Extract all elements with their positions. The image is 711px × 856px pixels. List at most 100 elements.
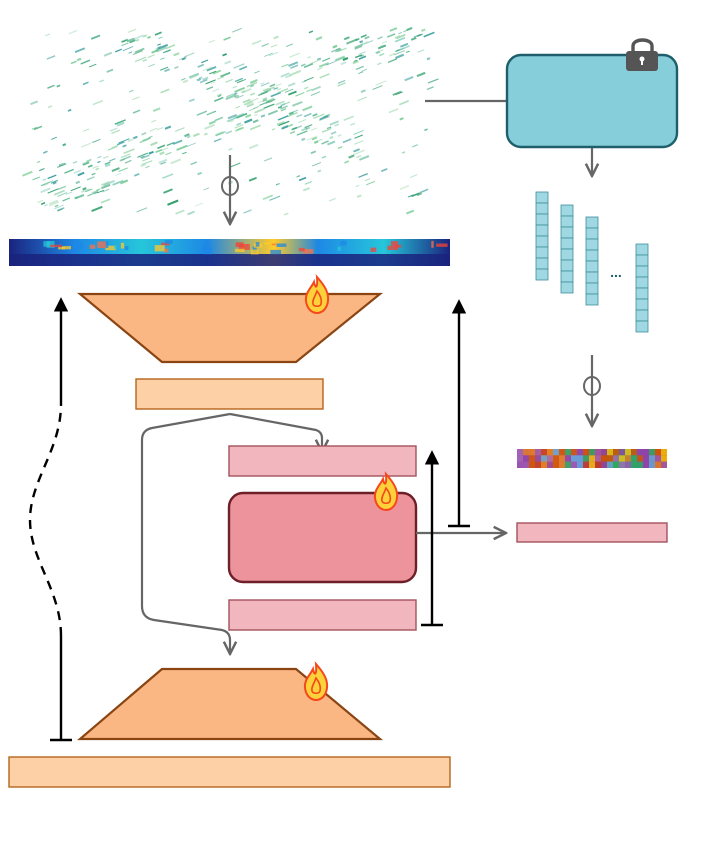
point-cloud-stroke: [142, 157, 151, 162]
point-cloud-stroke: [70, 186, 81, 192]
point-cloud-stroke: [251, 39, 262, 45]
point-cloud-stroke: [288, 61, 299, 67]
point-cloud-stroke: [203, 132, 208, 136]
point-cloud-stroke: [114, 48, 122, 53]
point-cloud-stroke: [47, 174, 57, 180]
point-cloud-stroke: [206, 66, 217, 72]
point-cloud-stroke: [159, 151, 165, 156]
range-image-spot: [49, 244, 62, 248]
point-cloud-stroke: [389, 52, 396, 57]
point-cloud-stroke: [287, 82, 296, 87]
point-cloud-stroke: [175, 209, 185, 215]
point-cloud-stroke: [416, 71, 426, 78]
point-cloud-stroke: [269, 83, 276, 88]
point-cloud-stroke: [77, 171, 85, 177]
point-cloud-stroke: [103, 51, 113, 57]
point-cloud-stroke: [280, 108, 287, 112]
point-cloud-stroke: [398, 100, 410, 106]
point-cloud-stroke: [104, 161, 111, 165]
point-cloud-stroke: [296, 113, 303, 118]
point-cloud-stroke: [354, 54, 363, 59]
point-cloud-stroke: [360, 89, 366, 94]
point-cloud-stroke: [148, 135, 153, 139]
point-cloud-stroke: [58, 185, 67, 190]
point-cloud-stroke: [257, 98, 267, 104]
latent-pixel: [607, 461, 613, 468]
range-image-spot: [337, 246, 341, 251]
token-cell: [635, 276, 649, 289]
point-cloud-stroke: [305, 126, 311, 131]
point-cloud-stroke: [358, 51, 366, 55]
range-image-spot: [97, 241, 106, 249]
point-cloud-stroke: [74, 47, 86, 53]
point-cloud-stroke: [360, 34, 367, 38]
point-cloud-stroke: [248, 176, 257, 182]
token-cell: [635, 265, 649, 278]
point-cloud-stroke: [99, 79, 104, 83]
point-cloud-stroke: [127, 138, 134, 143]
latent-pixel: [559, 449, 565, 456]
range-image-spot: [234, 248, 245, 253]
point-cloud-stroke: [142, 58, 148, 62]
point-cloud-stroke: [281, 124, 289, 129]
point-cloud-stroke: [358, 55, 367, 60]
point-cloud-stroke: [116, 141, 125, 146]
point-cloud-stroke: [260, 82, 265, 85]
point-cloud-stroke: [288, 111, 294, 116]
point-cloud-stroke: [277, 115, 289, 121]
point-cloud-stroke: [170, 158, 182, 165]
point-cloud-stroke: [202, 66, 213, 72]
point-cloud-stroke: [167, 199, 179, 206]
point-cloud-stroke: [57, 207, 65, 212]
point-cloud-stroke: [213, 96, 224, 102]
point-cloud-stroke: [162, 49, 171, 54]
point-cloud-stroke: [158, 158, 168, 164]
token-cell: [535, 257, 549, 270]
point-cloud-stroke: [180, 77, 186, 81]
point-cloud-stroke: [416, 33, 423, 37]
point-cloud-stroke: [254, 107, 265, 114]
token-cell: [560, 248, 574, 261]
adapter-flame-icon: [373, 471, 399, 512]
point-cloud-stroke: [155, 148, 163, 154]
point-cloud-stroke: [248, 107, 256, 112]
point-cloud-stroke: [296, 175, 301, 178]
point-cloud-stroke: [426, 86, 434, 91]
token-cell: [635, 320, 649, 333]
point-cloud-stroke: [303, 112, 312, 118]
point-cloud-stroke: [355, 184, 360, 188]
point-cloud-stroke: [175, 127, 185, 132]
point-cloud-stroke: [396, 52, 401, 55]
point-cloud-stroke: [400, 42, 409, 48]
point-cloud-stroke: [65, 191, 73, 195]
frozen-foundation-model: [505, 53, 679, 149]
latent-pixel: [661, 449, 667, 456]
point-cloud-stroke: [304, 180, 313, 185]
point-cloud-stroke: [277, 105, 283, 109]
point-cloud-stroke: [173, 52, 180, 57]
point-cloud-stroke: [62, 197, 71, 202]
point-cloud-stroke: [249, 84, 255, 88]
range-image-spot: [340, 240, 347, 246]
point-cloud-stroke: [353, 140, 364, 145]
point-cloud-stroke: [137, 152, 149, 158]
point-cloud-stroke: [399, 117, 404, 121]
point-cloud-stroke: [194, 202, 203, 207]
point-cloud-stroke: [206, 86, 214, 91]
latent-pixel: [643, 461, 649, 468]
point-cloud-stroke: [142, 34, 147, 38]
range-image-spot: [46, 241, 55, 248]
latent-pixel: [601, 455, 607, 462]
point-cloud-stroke: [267, 109, 278, 116]
point-cloud-stroke: [232, 27, 242, 33]
point-cloud-stroke: [276, 120, 285, 126]
point-cloud-stroke: [321, 127, 332, 133]
point-cloud-stroke: [236, 112, 248, 119]
point-cloud-stroke: [363, 40, 374, 45]
latent-pixel: [589, 461, 595, 468]
point-cloud-stroke: [101, 183, 111, 190]
token-cell: [535, 235, 549, 248]
point-cloud-stroke: [140, 163, 147, 168]
point-cloud-stroke: [82, 187, 87, 191]
point-cloud-stroke: [190, 161, 198, 166]
